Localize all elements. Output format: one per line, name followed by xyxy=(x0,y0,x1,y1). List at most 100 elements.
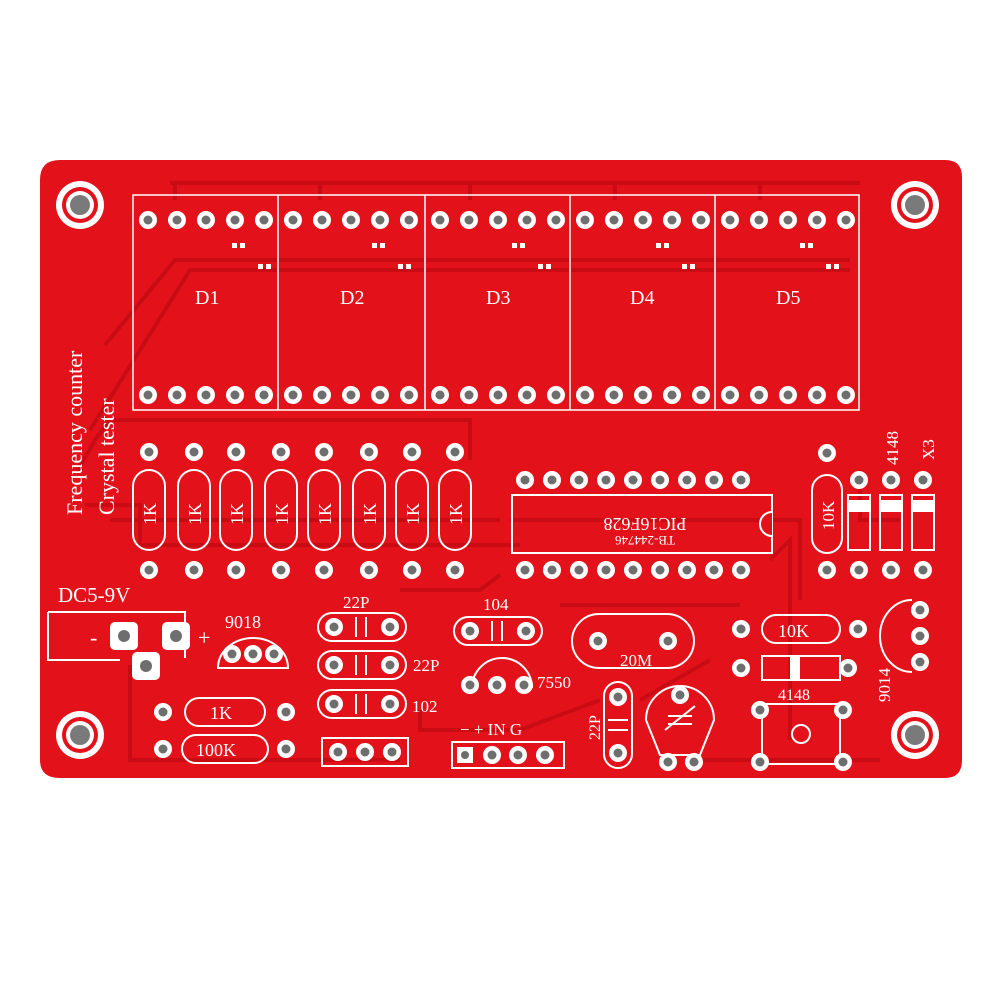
chip-7550-label: 7550 xyxy=(537,673,571,692)
crystal-20m-pad-left xyxy=(589,632,607,650)
push-button-outline xyxy=(761,703,841,765)
ic-pads-bottom xyxy=(516,561,750,579)
push-button-circle xyxy=(791,724,811,744)
resistor-100k-pad-right xyxy=(277,740,295,758)
display-label-d5: D5 xyxy=(776,287,800,309)
transistor-9014-label: 9014 xyxy=(875,668,894,703)
diode-4148-bottom-band xyxy=(790,656,800,680)
diode-footprints xyxy=(847,471,935,579)
mounting-hole-top-right xyxy=(891,181,939,229)
resistor-1k-bottom-pad-right xyxy=(277,703,295,721)
resistor-10k-vertical-outline xyxy=(811,474,843,554)
resistor-row-outlines xyxy=(132,469,472,551)
resistor-100k-pad-left xyxy=(154,740,172,758)
resistor-10k-vertical-label: 10K xyxy=(819,500,838,530)
cap-22p-c-label: 22P xyxy=(587,715,604,740)
ic-pads-top xyxy=(516,471,750,489)
resistor-1k-bottom-outline xyxy=(184,697,266,727)
transistor-9014-pad-2 xyxy=(911,627,929,645)
ic-notch xyxy=(759,511,773,537)
input-header-pads xyxy=(457,746,554,764)
display-label-d2: D2 xyxy=(340,287,364,309)
cap-22p-c-pad-top xyxy=(609,688,627,706)
cap-22p-a-label: 22P xyxy=(343,593,369,612)
cap-22p-b-label: 22P xyxy=(413,656,439,675)
chip-7550-pads xyxy=(461,676,533,694)
resistor-label-r7: 1K xyxy=(403,503,423,525)
trimmer-cap-arrow xyxy=(664,705,696,731)
resistor-10k-horizontal-pad-right xyxy=(849,620,867,638)
input-label: − + IN G xyxy=(460,720,522,739)
display-label-d1: D1 xyxy=(195,287,219,309)
resistor-100k-label: 100K xyxy=(196,740,236,760)
power-plus: + xyxy=(198,625,210,650)
resistor-1k-bottom-pad-left xyxy=(154,703,172,721)
ic-sublabel: TB-244746 xyxy=(615,533,675,548)
push-button-pad-3 xyxy=(751,753,769,771)
power-jack-pads xyxy=(110,622,190,680)
trimmer-cap-outline xyxy=(644,685,716,756)
mounting-hole-top-left xyxy=(56,181,104,229)
transistor-9014-pad-1 xyxy=(911,601,929,619)
transistor-9014-pad-3 xyxy=(911,653,929,671)
push-button-pad-4 xyxy=(834,753,852,771)
pcb-board xyxy=(40,160,962,778)
resistor-10k-pad-top xyxy=(818,444,836,462)
transistor-9018-pad-3 xyxy=(265,645,283,663)
transistor-9018-label: 9018 xyxy=(225,612,261,632)
resistor-10k-horizontal-outline xyxy=(761,614,841,644)
vertical-text-crystal-tester: Crystal tester xyxy=(94,398,119,515)
mounting-hole-bottom-left xyxy=(56,711,104,759)
cap-22p-c-outline xyxy=(603,681,633,769)
push-button-pad-2 xyxy=(834,701,852,719)
diode-4148-bottom-label: 4148 xyxy=(778,687,810,704)
transistor-9018-pad-1 xyxy=(223,645,241,663)
push-button-pad-1 xyxy=(751,701,769,719)
resistor-label-r4: 1K xyxy=(272,503,292,525)
trimmer-cap-pad-bottom-right xyxy=(685,753,703,771)
cap-22p-c-pad-bottom xyxy=(609,744,627,762)
resistor-label-r6: 1K xyxy=(360,503,380,525)
chip-7550-outline xyxy=(471,657,533,689)
display-label-d4: D4 xyxy=(630,287,654,309)
cap-22p-a xyxy=(317,612,407,642)
diode-4148-bottom-pad-left xyxy=(732,659,750,677)
cap-102 xyxy=(317,689,407,719)
display-label-d3: D3 xyxy=(486,287,510,309)
resistor-10k-horizontal-label: 10K xyxy=(778,621,809,641)
transistor-9018-pad-2 xyxy=(244,645,262,663)
resistor-label-r2: 1K xyxy=(185,503,205,525)
mounting-hole-bottom-right xyxy=(891,711,939,759)
diode-4148-bottom-pad-right xyxy=(839,659,857,677)
resistor-label-r3: 1K xyxy=(227,503,247,525)
resistor-label-r8: 1K xyxy=(446,503,466,525)
resistor-100k-outline xyxy=(181,734,269,764)
cap-104-label: 104 xyxy=(483,595,509,614)
input-header-outline xyxy=(451,741,565,769)
crystal-20m-label: 20M xyxy=(620,651,652,670)
resistor-10k-horizontal-pad-left xyxy=(732,620,750,638)
transistor-9018-outline xyxy=(216,637,290,669)
transistor-9014-outline xyxy=(879,599,913,673)
header-3pin-pads xyxy=(329,743,401,761)
power-label: DC5-9V xyxy=(58,583,130,607)
x3-label: X3 xyxy=(919,439,938,460)
trimmer-cap-pad-top xyxy=(671,686,689,704)
cap-22p-b xyxy=(317,650,407,680)
vertical-text-frequency-counter: Frequency counter xyxy=(62,350,87,515)
trimmer-cap-pad-bottom-left xyxy=(659,753,677,771)
resistor-label-r5: 1K xyxy=(315,503,335,525)
crystal-20m-outline xyxy=(571,613,695,669)
resistor-10k-pad-bottom xyxy=(818,561,836,579)
traces xyxy=(76,181,900,762)
crystal-20m-pad-right xyxy=(659,632,677,650)
header-3pin-outline xyxy=(321,737,409,767)
cap-104 xyxy=(453,616,543,646)
resistor-label-r1: 1K xyxy=(140,503,160,525)
display-outlines xyxy=(132,194,860,411)
resistor-1k-bottom-label: 1K xyxy=(210,703,232,723)
display-dots xyxy=(232,243,839,269)
ic-label: PIC16F628 xyxy=(603,514,686,534)
